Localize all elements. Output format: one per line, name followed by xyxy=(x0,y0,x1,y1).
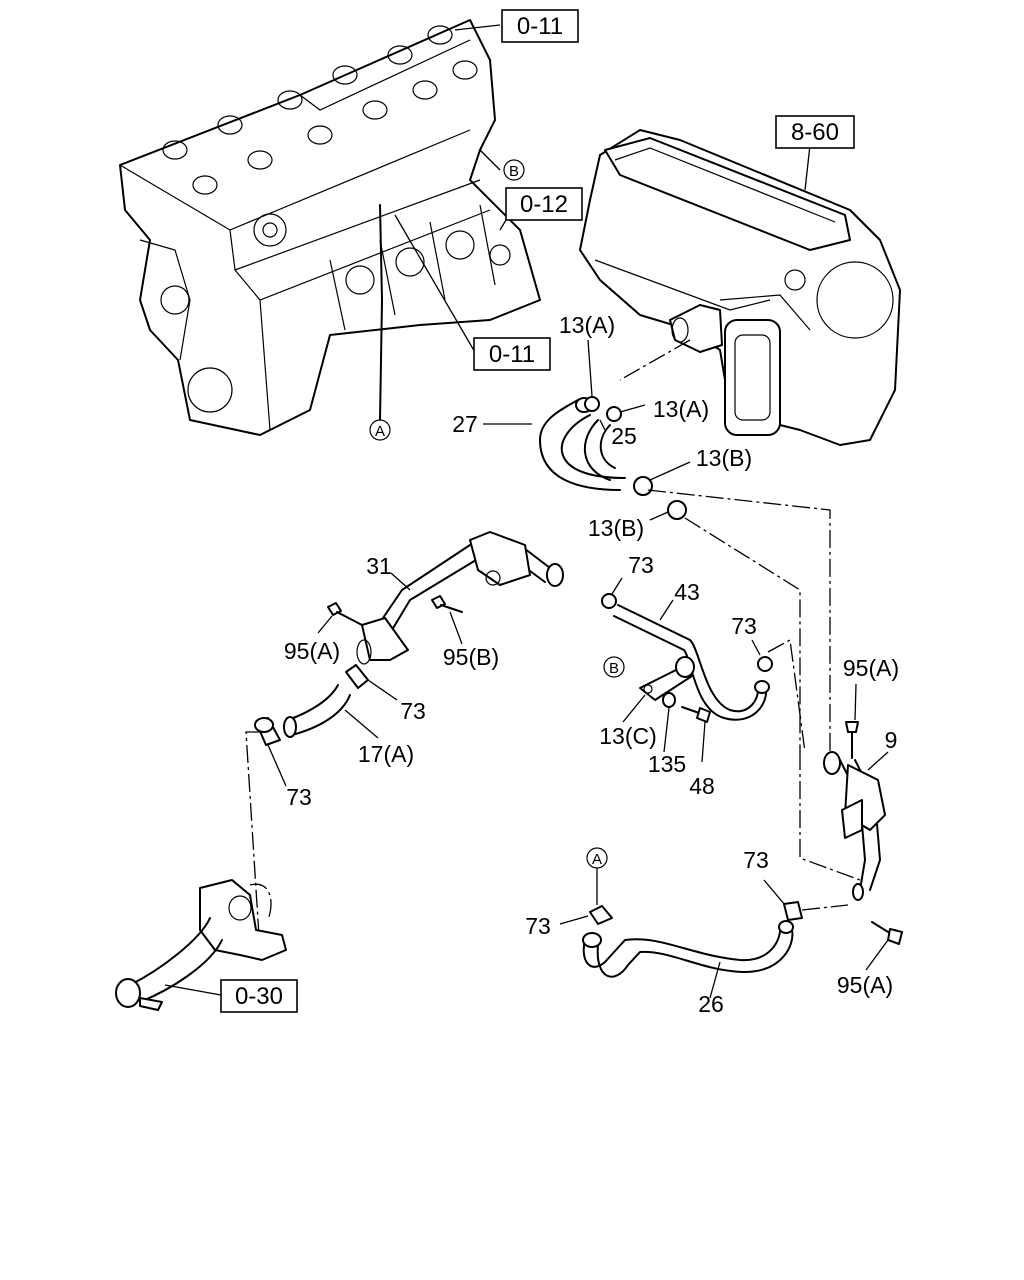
label-13a-lower: 13(A) xyxy=(653,396,709,422)
bolt-95a-right xyxy=(845,721,859,759)
label-95b: 95(B) xyxy=(443,644,499,670)
clamp-73-at-43-left xyxy=(601,593,617,609)
pipe-31 xyxy=(356,531,564,665)
label-48: 48 xyxy=(689,773,715,799)
label-17a: 17(A) xyxy=(358,741,414,767)
clamp-13b-lower xyxy=(667,500,687,520)
label-13c: 13(C) xyxy=(599,723,657,749)
label-73-d: 73 xyxy=(286,784,312,810)
callout-labels: 13(A) 13(A) 27 25 13(B) 13(B) 31 73 43 7… xyxy=(284,312,899,1017)
clamp-73-at-43-right xyxy=(757,656,773,672)
circle-marker-a-hose: A xyxy=(586,847,608,869)
clamp-13a-lower xyxy=(606,406,622,422)
clamp-13c xyxy=(639,656,695,701)
washer-135 xyxy=(662,692,676,708)
fitting-73-left xyxy=(254,717,281,746)
ref-label-0-30: 0-30 xyxy=(235,983,283,1010)
label-73-f: 73 xyxy=(525,913,551,939)
fitting-73-at-26-right xyxy=(783,901,803,921)
label-31: 31 xyxy=(366,553,392,579)
label-27: 27 xyxy=(452,411,478,437)
label-43: 43 xyxy=(674,579,700,605)
fitting-73-upper xyxy=(345,664,369,689)
clamp-13b-upper xyxy=(633,476,653,496)
label-73-e: 73 xyxy=(743,847,769,873)
bolt-95a-bottom xyxy=(871,921,903,945)
ref-label-0-11-mid: 0-11 xyxy=(489,341,535,368)
thermostat-housing-drawing xyxy=(115,879,287,1011)
label-73-a: 73 xyxy=(628,552,654,578)
ref-box-0-11-mid: 0-11 xyxy=(473,337,551,371)
svg-text:A: A xyxy=(375,423,385,440)
circle-marker-b-clamp: B xyxy=(603,656,625,678)
bolt-48 xyxy=(681,706,711,723)
circle-marker-b-engine: B xyxy=(503,159,525,181)
label-73-c: 73 xyxy=(400,698,426,724)
ref-box-0-12: 0-12 xyxy=(505,187,583,221)
ref-box-0-11-top: 0-11 xyxy=(501,9,579,43)
label-13b-upper: 13(B) xyxy=(696,445,752,471)
label-9: 9 xyxy=(885,727,898,753)
label-13b-lower: 13(B) xyxy=(588,515,644,541)
intake-manifold-drawing xyxy=(579,129,901,446)
ref-box-8-60: 8-60 xyxy=(775,115,855,149)
clamp-73-at-26-left xyxy=(589,905,613,925)
label-25: 25 xyxy=(611,423,637,449)
ref-label-8-60: 8-60 xyxy=(791,119,839,146)
leader-lines xyxy=(267,339,889,999)
label-135: 135 xyxy=(648,751,686,777)
hose-17a xyxy=(283,684,351,738)
hose-26 xyxy=(582,920,794,978)
bolt-95a-left xyxy=(327,602,363,626)
label-95a-left: 95(A) xyxy=(284,638,340,664)
label-26: 26 xyxy=(698,991,724,1017)
ref-label-0-12: 0-12 xyxy=(520,191,568,218)
clamp-13a-upper xyxy=(584,396,600,412)
label-13a-upper: 13(A) xyxy=(559,312,615,338)
svg-text:B: B xyxy=(509,163,519,180)
svg-text:B: B xyxy=(609,660,619,677)
svg-text:A: A xyxy=(592,851,602,868)
circle-marker-a-engine: A xyxy=(369,419,391,441)
label-73-b: 73 xyxy=(731,613,757,639)
ref-label-0-11-top: 0-11 xyxy=(517,13,563,40)
label-95a-bottom: 95(A) xyxy=(837,972,893,998)
engine-block-drawing xyxy=(119,19,541,436)
bolt-95b xyxy=(431,595,463,613)
pipe-9 xyxy=(823,751,886,901)
hose-25 xyxy=(583,419,616,481)
ref-box-0-30: 0-30 xyxy=(220,979,298,1013)
label-95a-right: 95(A) xyxy=(843,655,899,681)
